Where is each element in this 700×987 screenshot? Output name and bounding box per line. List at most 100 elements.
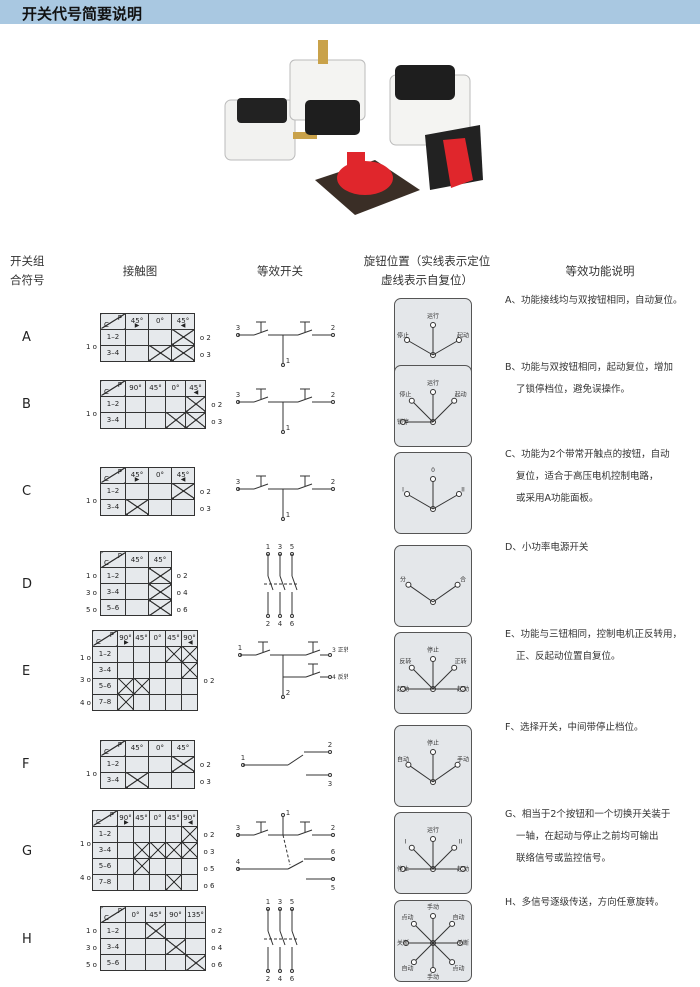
terminal-label: 1 xyxy=(266,543,270,551)
contact-terminals-left: 1 o xyxy=(86,330,97,364)
contact-closed-cell xyxy=(171,344,195,362)
contact-row: 1–2 xyxy=(100,482,195,500)
contact-label: 7–8 xyxy=(92,693,118,711)
switch-red-knob-center xyxy=(315,152,420,215)
terminal-label: 6 xyxy=(290,975,295,983)
terminal-label: o 3 xyxy=(199,504,211,513)
contact-row: 1–2 xyxy=(100,755,195,773)
knob-position-icon xyxy=(430,389,436,395)
contact-icon xyxy=(267,930,274,946)
contact-label: 3–4 xyxy=(100,498,126,516)
terminal-icon xyxy=(266,969,270,973)
terminal-label: o 3 xyxy=(199,350,211,359)
knob-position-label: 反转 xyxy=(399,657,411,665)
terminal-icon xyxy=(331,400,335,404)
contact-closed-cell xyxy=(148,567,172,584)
terminal-label: 4 反转 xyxy=(332,673,348,681)
terminal-label: o 2 xyxy=(203,830,215,839)
position-header: 90°▶ xyxy=(117,809,134,827)
position-header: 0° xyxy=(149,809,166,827)
contact-label: 1–2 xyxy=(92,645,118,663)
terminal-label: 3 o xyxy=(86,589,97,597)
contact-icon xyxy=(253,396,269,403)
contact-open-cell xyxy=(145,395,166,413)
contact-row: 1–2 xyxy=(100,395,206,413)
position-arrow-icon: ◀ xyxy=(193,388,199,396)
contact-open-cell xyxy=(125,395,146,413)
contact-label: 3–4 xyxy=(92,661,118,679)
knob-position-label: 手动 xyxy=(427,903,439,911)
position-header: 45° xyxy=(165,809,182,827)
knob-position-line xyxy=(432,667,455,690)
knob-position-icon xyxy=(408,844,415,851)
contact-icon xyxy=(291,930,298,946)
knob-position-label: 起动 xyxy=(457,332,469,340)
terminal-icon xyxy=(281,695,285,699)
contact-label: 1–2 xyxy=(100,482,126,500)
knob-position-label: 停止 xyxy=(399,390,411,398)
function-description: C、功能为2个带常开触点的按钮，自动复位，适合于高压电机控制电路，或采用A功能面… xyxy=(505,444,695,510)
knob-position-icon xyxy=(455,337,462,343)
terminal-label: 2 xyxy=(286,689,290,697)
contact-open-cell xyxy=(117,841,134,859)
terminal-icon xyxy=(331,333,335,337)
c-label: C xyxy=(96,637,101,646)
contact-row: 1–2 xyxy=(100,328,195,346)
contact-open-cell xyxy=(185,938,206,955)
knob-position-line xyxy=(432,764,458,783)
terminal-label: o 4 xyxy=(211,944,223,952)
contact-label: 3–4 xyxy=(100,771,126,789)
contact-label: 1–2 xyxy=(100,328,126,346)
terminal-icon xyxy=(281,813,285,817)
knob-position-icon xyxy=(430,656,436,662)
terminal-icon xyxy=(281,363,285,367)
contact-open-cell xyxy=(165,661,182,679)
knob-position-icon xyxy=(404,337,411,343)
p-label: P xyxy=(117,907,122,915)
terminal-label: o 3 xyxy=(211,417,223,426)
contact-open-cell xyxy=(125,482,149,500)
function-description: B、功能与双按钮相同，起动复位，增加了锁停档位，避免误操作。 xyxy=(505,357,695,401)
knob-position-label: 自动 xyxy=(402,964,414,972)
contact-open-cell xyxy=(125,755,149,773)
header-bar: 开关代号简要说明 xyxy=(0,0,700,24)
col-header-contact: 接触图 xyxy=(122,264,158,278)
knob-position-line xyxy=(413,923,434,944)
contact-icon xyxy=(253,483,269,490)
contact-row: 1–2 xyxy=(92,825,198,843)
knob-position-icon xyxy=(449,959,456,966)
position-header: 45° xyxy=(145,379,166,397)
contact-open-cell xyxy=(185,922,206,939)
terminal-label: 5 xyxy=(290,543,294,551)
position-arrow-icon: ◀ xyxy=(188,818,193,826)
contact-closed-cell xyxy=(148,583,172,600)
terminal-label: o 2 xyxy=(199,487,211,496)
terminal-label: 1 xyxy=(286,809,290,817)
contact-open-cell xyxy=(181,677,198,695)
contact-closed-cell xyxy=(117,677,134,695)
contact-row: 3–4 xyxy=(100,411,206,429)
row-letter: F xyxy=(22,757,30,772)
page-title: 开关代号简要说明 xyxy=(22,5,143,23)
contact-label: 5–6 xyxy=(100,954,126,971)
contact-label: 1–2 xyxy=(100,395,126,413)
position-header: 45° xyxy=(148,551,172,568)
terminal-label: 4 xyxy=(278,620,283,628)
terminal-icon xyxy=(290,969,294,973)
knob-position-label: I xyxy=(405,838,407,845)
contact-row: 3–4 xyxy=(92,661,198,679)
contact-closed-cell xyxy=(171,482,195,500)
contact-open-cell xyxy=(125,922,146,939)
knob-position-label: 合 xyxy=(460,576,466,584)
terminal-label: 1 o xyxy=(86,769,97,778)
knob-position-label: 正转 xyxy=(455,657,467,665)
